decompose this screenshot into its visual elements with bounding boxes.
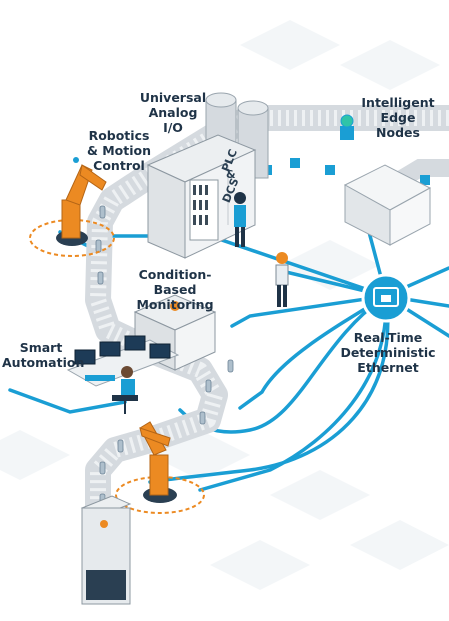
label-smart-automation: Smart Automation xyxy=(2,340,85,370)
label-robotics-motion-control: Robotics & Motion Control xyxy=(86,128,152,173)
network-line-smart-left xyxy=(8,388,127,414)
robot-arm-bottom xyxy=(115,421,205,514)
packaging-machine xyxy=(343,164,432,246)
background-pattern xyxy=(0,20,449,590)
ampersand-label: & xyxy=(226,168,236,181)
operator-seated xyxy=(112,366,138,414)
worker-at-plc xyxy=(234,192,246,247)
network-line-to-monitoring xyxy=(230,294,388,328)
network-line-to-bottom-robot xyxy=(148,294,390,484)
label-real-time-deterministic-ethernet: Real-Time Deterministic Ethernet xyxy=(340,330,436,375)
ethernet-hub xyxy=(361,273,411,323)
label-universal-analog-io: Universal Analog I/O xyxy=(139,90,207,135)
label-condition-based-monitoring: Condition-Based Monitoring xyxy=(136,267,214,312)
exit-machine xyxy=(80,495,132,605)
workers xyxy=(112,192,289,414)
edge-node-device xyxy=(340,114,354,140)
label-intelligent-edge-nodes: Intelligent Edge Nodes xyxy=(361,95,435,140)
control-desk xyxy=(66,335,180,387)
worker-with-tablet xyxy=(275,252,289,307)
robot-arm-top xyxy=(29,157,115,257)
